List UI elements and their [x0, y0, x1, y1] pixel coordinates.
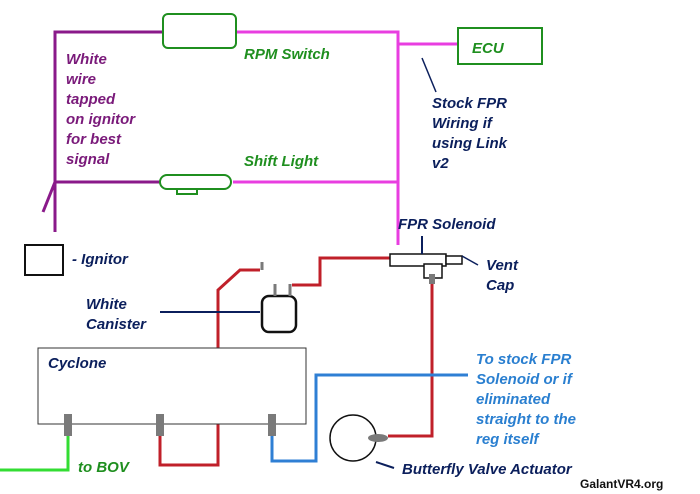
shift-light-icon [159, 174, 232, 195]
svg-text:Canister: Canister [86, 316, 147, 333]
svg-text:To stock FPR: To stock FPR [476, 351, 571, 368]
stock-fpr-leader [421, 57, 437, 93]
svg-text:v2: v2 [432, 155, 449, 172]
ignitor-box [24, 244, 64, 276]
svg-text:using Link: using Link [432, 135, 508, 152]
to-bov-label: to BOV [78, 459, 131, 476]
actuator-leader [375, 461, 395, 469]
to-stock-fpr-note: To stock FPR Solenoid or if eliminated s… [476, 351, 576, 448]
white-canister-icon [260, 262, 298, 334]
green-bov-hose [0, 425, 70, 472]
watermark: GalantVR4.org [580, 477, 663, 491]
white-wire-note: White wire tapped on ignitor for best si… [66, 51, 136, 168]
rpm-switch-box [162, 13, 237, 49]
blue-nozzle [268, 414, 276, 436]
white-canister-label: White Canister [86, 296, 147, 333]
svg-text:for best: for best [66, 131, 122, 148]
butterfly-valve-actuator-label: Butterfly Valve Actuator [402, 461, 573, 478]
cyclone-label: Cyclone [48, 355, 106, 372]
svg-text:straight to the: straight to the [476, 411, 576, 428]
red-nozzle [156, 414, 164, 436]
svg-text:reg itself: reg itself [476, 431, 541, 448]
svg-text:White: White [86, 296, 127, 313]
shift-light-label: Shift Light [244, 153, 319, 170]
svg-text:wire: wire [66, 71, 96, 88]
svg-text:on ignitor: on ignitor [66, 111, 136, 128]
vent-cap-leader [461, 255, 479, 266]
stock-fpr-note: Stock FPR Wiring if using Link v2 [432, 95, 508, 172]
svg-text:Wiring if: Wiring if [432, 115, 494, 132]
ecu-box [457, 27, 543, 65]
svg-text:eliminated: eliminated [476, 391, 551, 408]
fpr-solenoid-label: FPR Solenoid [398, 216, 496, 233]
bov-nozzle [64, 414, 72, 436]
blue-hose [270, 373, 468, 463]
svg-text:Stock FPR: Stock FPR [432, 95, 507, 112]
vent-cap-label: Vent Cap [486, 257, 519, 294]
cyclone-nozzles [64, 414, 276, 436]
butterfly-valve-actuator-icon [329, 414, 388, 462]
rpm-wiring-magenta [233, 30, 458, 245]
svg-text:tapped: tapped [66, 91, 116, 108]
fpr-solenoid-icon [389, 236, 463, 284]
svg-text:Vent: Vent [486, 257, 519, 274]
rpm-switch-label: RPM Switch [244, 46, 330, 63]
svg-text:Solenoid or if: Solenoid or if [476, 371, 574, 388]
svg-text:White: White [66, 51, 107, 68]
cyclone-box [37, 347, 307, 425]
svg-text:signal: signal [66, 151, 110, 168]
ignitor-label: - Ignitor [72, 251, 129, 268]
ecu-label: ECU [472, 40, 505, 57]
svg-text:Cap: Cap [486, 277, 514, 294]
